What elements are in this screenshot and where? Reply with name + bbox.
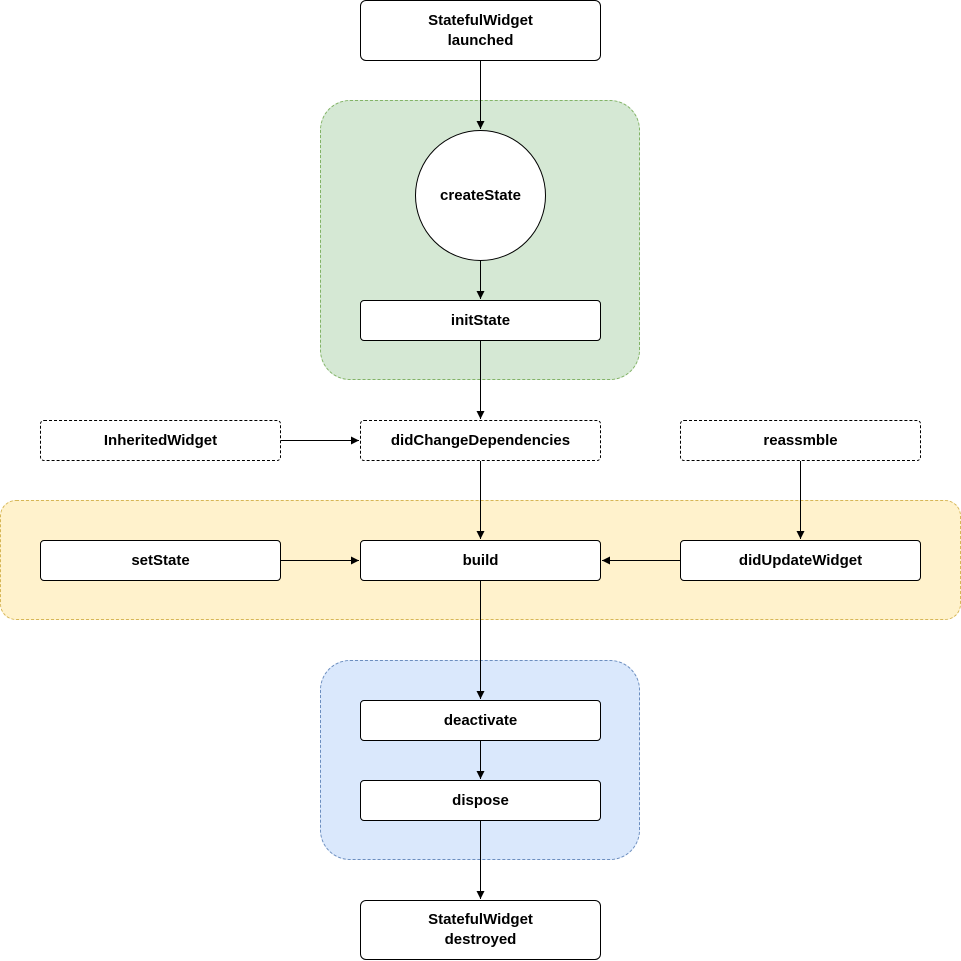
dispose-node: dispose	[360, 780, 601, 821]
createstate-node: createState	[415, 130, 546, 261]
reassemble-node: reassmble	[680, 420, 921, 461]
statefulwidget-destroyed-node: StatefulWidget destroyed	[360, 900, 601, 960]
destruction-phase-region	[320, 660, 640, 860]
statefulwidget-launched-node: StatefulWidget launched	[360, 0, 601, 61]
didchangedependencies-node: didChangeDependencies	[360, 420, 601, 461]
deactivate-node: deactivate	[360, 700, 601, 741]
initstate-node: initState	[360, 300, 601, 341]
setstate-node: setState	[40, 540, 281, 581]
build-node: build	[360, 540, 601, 581]
didupdatewidget-node: didUpdateWidget	[680, 540, 921, 581]
inheritedwidget-node: InheritedWidget	[40, 420, 281, 461]
